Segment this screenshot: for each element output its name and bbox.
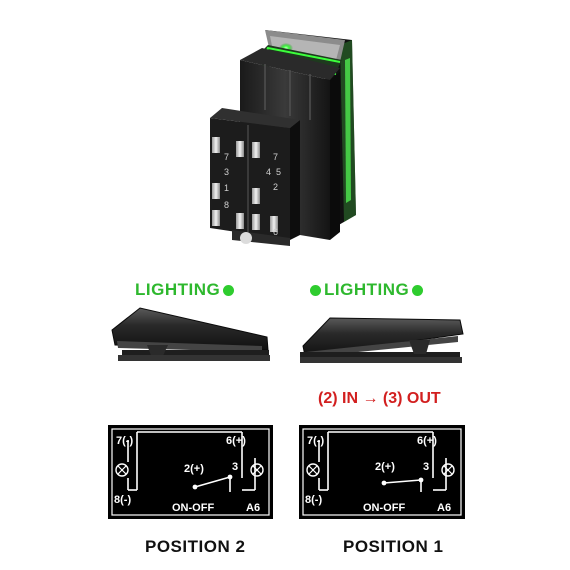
position-1-caption: POSITION 1 [343,537,444,556]
terminal-pins [212,137,278,232]
terminal-number: 8 [224,200,229,210]
rocker-profile-position-1 [300,317,464,363]
position-2-caption: POSITION 2 [145,537,246,556]
terminal-number: 5 [276,167,281,177]
indicator-dot-icon [223,284,235,296]
code-label: A6 [437,502,451,514]
terminal-number: 1 [224,183,229,193]
pin-8-label: 8(-) [305,494,322,506]
terminal-number: 7 [224,152,229,162]
wiring-diagram-position-1: 7(-) 6(+) 2(+) 3 8(-) ON-OFF A6 [299,425,465,519]
terminal-number: 4 [266,167,271,177]
pin-7-label: 7(-) [307,435,324,447]
terminal-number: 3 [224,167,229,177]
terminal-number: 6 [273,227,278,237]
lighting-label-position-1: LIGHTING [310,280,424,300]
terminal-number: 2 [273,182,278,192]
wiring-diagram-position-2: 7(-) 6(+) 2(+) 3 8(-) ON-OFF A6 [108,425,273,519]
pin-3-label: 3 [423,461,429,473]
pin-2-label: 2(+) [184,463,204,475]
indicator-dot-icon [310,284,321,296]
indicator-dot-icon [412,284,424,296]
pin-8-label: 8(-) [114,494,131,506]
mode-label: ON-OFF [363,502,405,514]
mode-label: ON-OFF [172,502,214,514]
terminal-number-labels: 7 7 3 4 5 1 2 8 6 [224,152,281,237]
code-label: A6 [246,502,260,514]
lighting-text: LIGHTING [135,280,221,299]
pin-6-label: 6(+) [417,435,437,447]
terminal-number: 7 [273,152,278,162]
pin-2-label: 2(+) [375,461,395,473]
pin-6-label: 6(+) [226,435,246,447]
rocker-switch-3d: 7 7 3 4 5 1 2 8 6 [210,30,356,246]
current-flow-note: (2) IN → (3) OUT [318,390,441,407]
pin-7-label: 7(-) [116,435,133,447]
lighting-text: LIGHTING [324,280,410,299]
lighting-label-position-2: LIGHTING [135,280,235,300]
rocker-profile-position-2 [111,307,270,361]
pin-3-label: 3 [232,461,238,473]
